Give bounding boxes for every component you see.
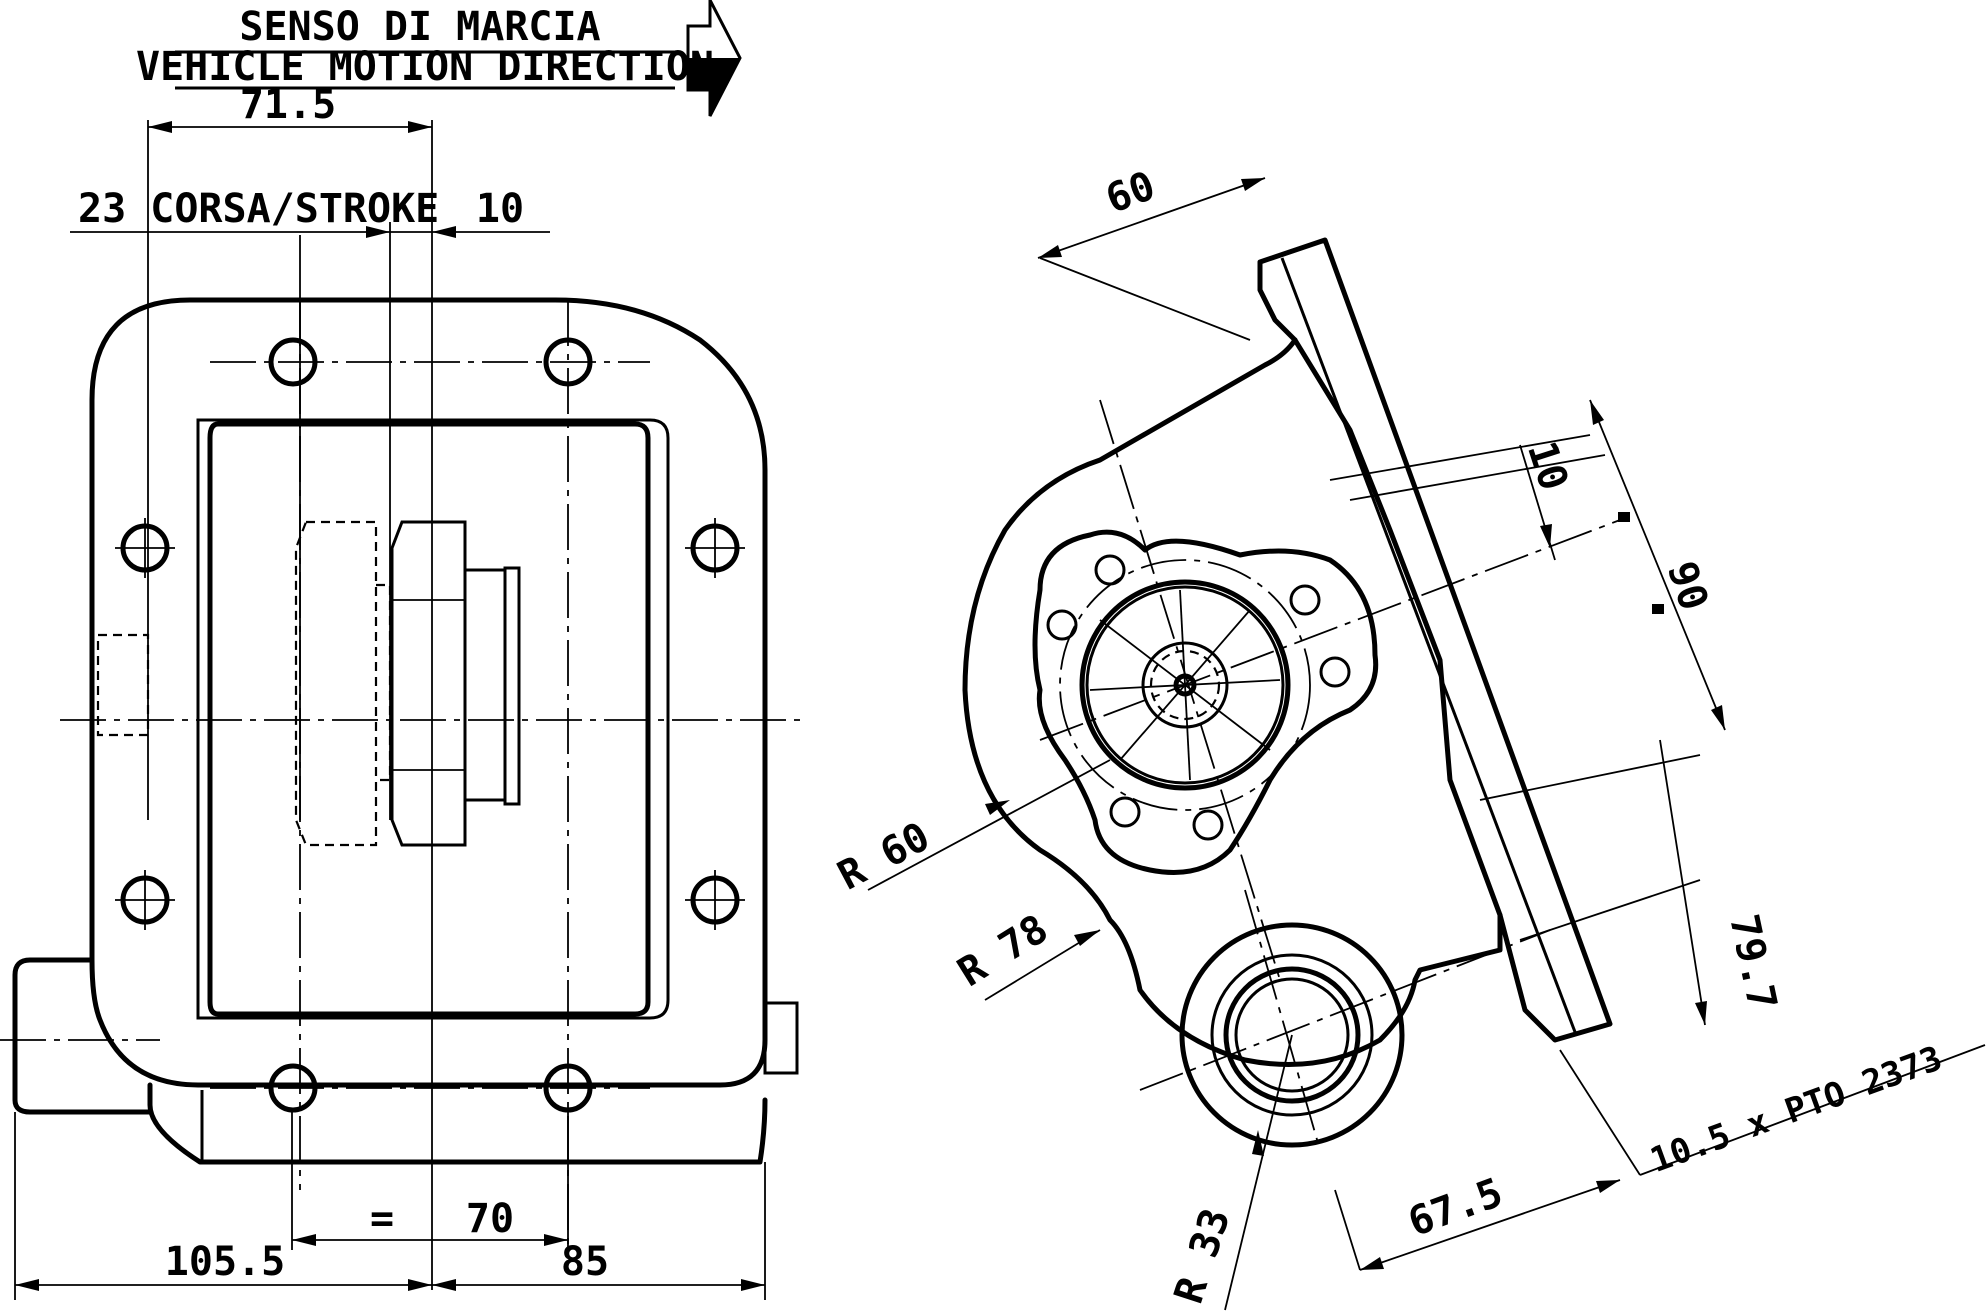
dim-bolt-spacing-sym: = bbox=[370, 1196, 394, 1242]
dim-height: 79.7 bbox=[1720, 910, 1785, 1014]
internal-gears bbox=[294, 520, 521, 847]
left-boss bbox=[12, 957, 153, 1115]
mounting-flange bbox=[1257, 237, 1613, 1043]
dim-side-bottom: 67.5 bbox=[1402, 1170, 1508, 1246]
dim-side-top: 60 bbox=[1100, 163, 1161, 223]
dim-right: 85 bbox=[561, 1239, 609, 1285]
dim-shaft-offset: 10 bbox=[1518, 436, 1577, 496]
radius-2: R 78 bbox=[950, 906, 1056, 996]
dim-overall-offset: 71.5 bbox=[240, 82, 336, 128]
motion-direction-block: SENSO DI MARCIA VEHICLE MOTION DIRECTION bbox=[136, 0, 742, 117]
side-bolt-holes bbox=[1046, 554, 1351, 841]
lower-shaft-boss bbox=[1179, 922, 1405, 1148]
front-bolt-holes bbox=[115, 337, 745, 1113]
motion-direction-label-it: SENSO DI MARCIA bbox=[239, 4, 600, 50]
right-boss bbox=[763, 1001, 799, 1075]
radius-1: R 60 bbox=[831, 814, 938, 900]
direction-arrow-icon bbox=[686, 0, 742, 117]
side-view: 60 10 90 79.7 10.5 x PTO 2373 67.5 R 60 bbox=[831, 163, 1986, 1311]
dim-outlet: 10.5 x PTO 2373 bbox=[1645, 1038, 1947, 1181]
side-housing bbox=[962, 337, 1503, 1067]
dim-left: 105.5 bbox=[165, 1239, 285, 1285]
dim-flange: 90 bbox=[1658, 556, 1717, 616]
pto-housing bbox=[89, 297, 768, 1088]
front-view: 71.5 23 CORSA/STROKE 10 bbox=[0, 82, 800, 1300]
input-flange bbox=[1032, 529, 1379, 875]
dim-bolt-spacing: 70 bbox=[466, 1196, 514, 1242]
motion-direction-label-en: VEHICLE MOTION DIRECTION bbox=[136, 44, 714, 90]
cover-plate bbox=[207, 421, 651, 1017]
dim-engagement: 10 bbox=[476, 186, 524, 232]
dim-stroke: 23 CORSA/STROKE bbox=[78, 186, 439, 232]
